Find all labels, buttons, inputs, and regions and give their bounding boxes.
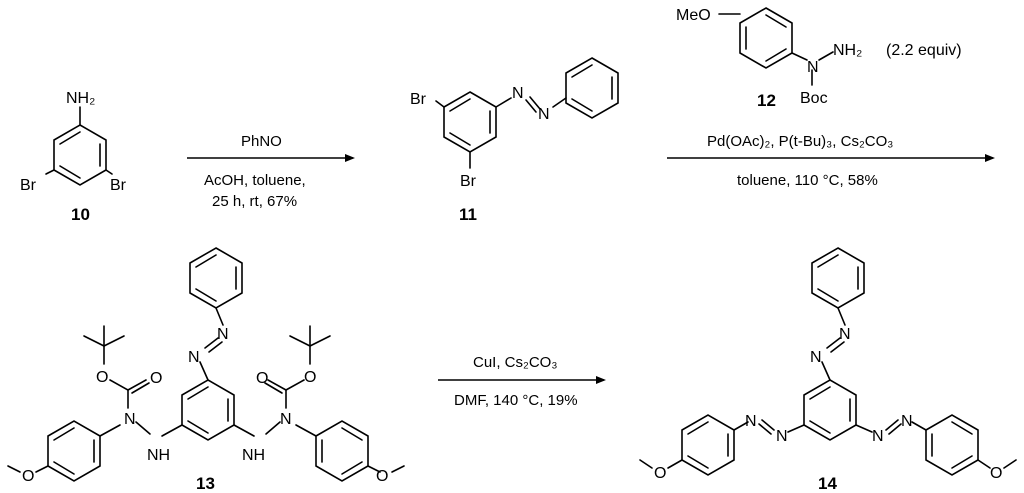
compound-11-br-top-label: Br bbox=[410, 91, 427, 108]
compound-12-n-label: N bbox=[807, 59, 819, 76]
compound-10-nh2-label: NH₂ bbox=[66, 90, 95, 107]
step-2-reagents: Pd(OAc)₂, P(t-Bu)₃, Cs₂CO₃ bbox=[707, 133, 893, 150]
step-1-reagent: PhNO bbox=[241, 133, 282, 150]
compound-13-carbonyl-o-left-label: O bbox=[150, 370, 162, 387]
compound-10-br-right-label: Br bbox=[110, 177, 127, 194]
compound-11-n1-label: N bbox=[512, 85, 524, 102]
compound-14: N N N N O N N O 14 bbox=[639, 247, 1017, 493]
step-1-conditions-line-2: 25 h, rt, 67% bbox=[212, 193, 297, 210]
compound-11-n2-label: N bbox=[538, 106, 550, 123]
step-1-conditions-line-1: AcOH, toluene, bbox=[204, 172, 306, 189]
compound-13-ester-o-right-label: O bbox=[304, 369, 316, 386]
step-2-conditions: toluene, 110 °C, 58% bbox=[737, 172, 878, 189]
compound-13-n-right-label: N bbox=[280, 411, 292, 428]
compound-13-ester-o-left-label: O bbox=[96, 369, 108, 386]
compound-13-ome-right-label: O bbox=[376, 468, 388, 485]
compound-14-azo-right-n1-label: N bbox=[872, 428, 884, 445]
compound-11-br-bottom-label: Br bbox=[460, 173, 477, 190]
compound-14-ome-right-label: O bbox=[990, 465, 1002, 482]
compound-10-number: 10 bbox=[71, 205, 90, 224]
compound-13-n-left-label: N bbox=[124, 411, 136, 428]
compound-14-azo-left-n1-label: N bbox=[776, 428, 788, 445]
compound-13-nh-right-label: NH bbox=[242, 447, 265, 464]
step-3-reagents: CuI, Cs₂CO₃ bbox=[473, 354, 557, 371]
compound-13: N N NH N O O O NH N bbox=[7, 247, 405, 493]
compound-14-azo-left-n2-label: N bbox=[745, 413, 757, 430]
compound-11-number: 11 bbox=[459, 205, 477, 224]
compound-14-azo-right-n2-label: N bbox=[901, 413, 913, 430]
compound-13-number: 13 bbox=[196, 474, 215, 493]
compound-12-equiv-label: (2.2 equiv) bbox=[886, 42, 962, 59]
compound-13-nh-left-label: NH bbox=[147, 447, 170, 464]
compound-13-ome-left-label: O bbox=[22, 468, 34, 485]
compound-10-br-left-label: Br bbox=[20, 177, 37, 194]
compound-14-number: 14 bbox=[818, 474, 837, 493]
compound-12-boc-label: Boc bbox=[800, 90, 828, 107]
compound-12-nh2-label: NH₂ bbox=[833, 42, 862, 59]
compound-12: MeO N NH₂ Boc (2.2 equiv) 12 bbox=[676, 7, 962, 110]
compound-13-carbonyl-o-right-label: O bbox=[256, 370, 268, 387]
reaction-step-1: PhNO AcOH, toluene, 25 h, rt, 67% bbox=[187, 133, 355, 210]
compound-13-azo-n2-label: N bbox=[188, 349, 200, 366]
compound-14-azo-top-n1-label: N bbox=[839, 326, 851, 343]
compound-10: NH₂ Br Br 10 bbox=[20, 90, 127, 224]
reaction-step-2: Pd(OAc)₂, P(t-Bu)₃, Cs₂CO₃ toluene, 110 … bbox=[667, 133, 995, 189]
step-3-conditions: DMF, 140 °C, 19% bbox=[454, 392, 578, 409]
compound-12-meo-label: MeO bbox=[676, 7, 711, 24]
compound-14-azo-top-n2-label: N bbox=[810, 349, 822, 366]
reaction-step-3: CuI, Cs₂CO₃ DMF, 140 °C, 19% bbox=[438, 354, 606, 409]
compound-13-azo-n1-label: N bbox=[217, 326, 229, 343]
compound-12-number: 12 bbox=[757, 91, 776, 110]
compound-14-ome-left-label: O bbox=[654, 465, 666, 482]
compound-11: Br Br N N 11 bbox=[410, 57, 619, 224]
